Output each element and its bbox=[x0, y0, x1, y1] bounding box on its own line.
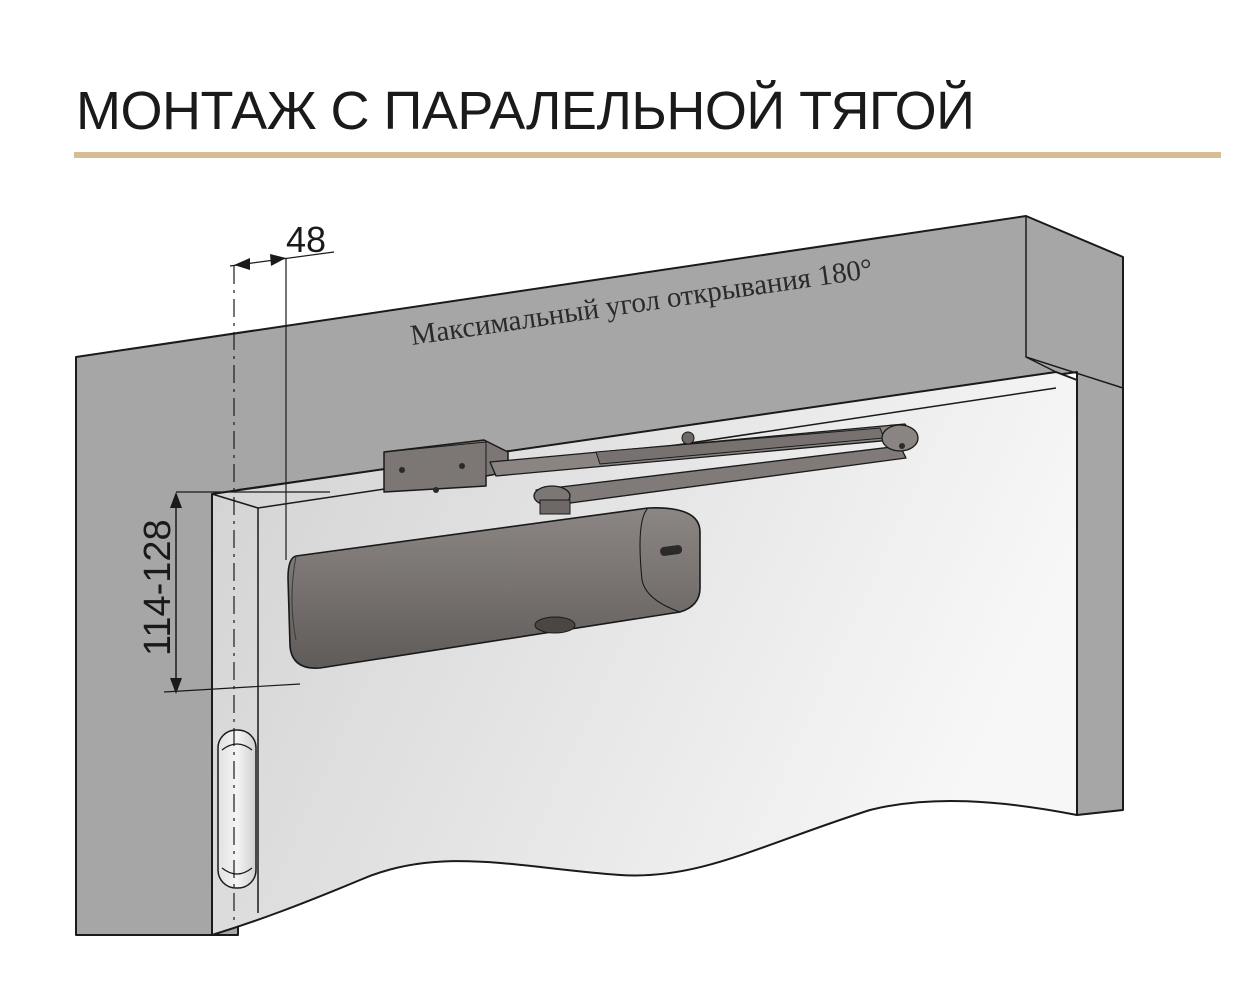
dimension-width-arrows bbox=[234, 254, 286, 270]
title-underline bbox=[74, 152, 1221, 158]
door-leaf bbox=[211, 371, 1078, 936]
dimension-height-label: 114-128 bbox=[137, 519, 179, 656]
door-closer-body bbox=[287, 507, 701, 669]
parallel-arm-bracket bbox=[383, 439, 509, 493]
dimension-width-label: 48 bbox=[286, 219, 326, 260]
dimension-height-arrows bbox=[170, 492, 182, 694]
page-title: МОНТАЖ С ПАРАЛЕЛЬНОЙ ТЯГОЙ bbox=[76, 81, 975, 141]
closer-arm bbox=[489, 423, 919, 515]
hinge bbox=[217, 729, 257, 889]
